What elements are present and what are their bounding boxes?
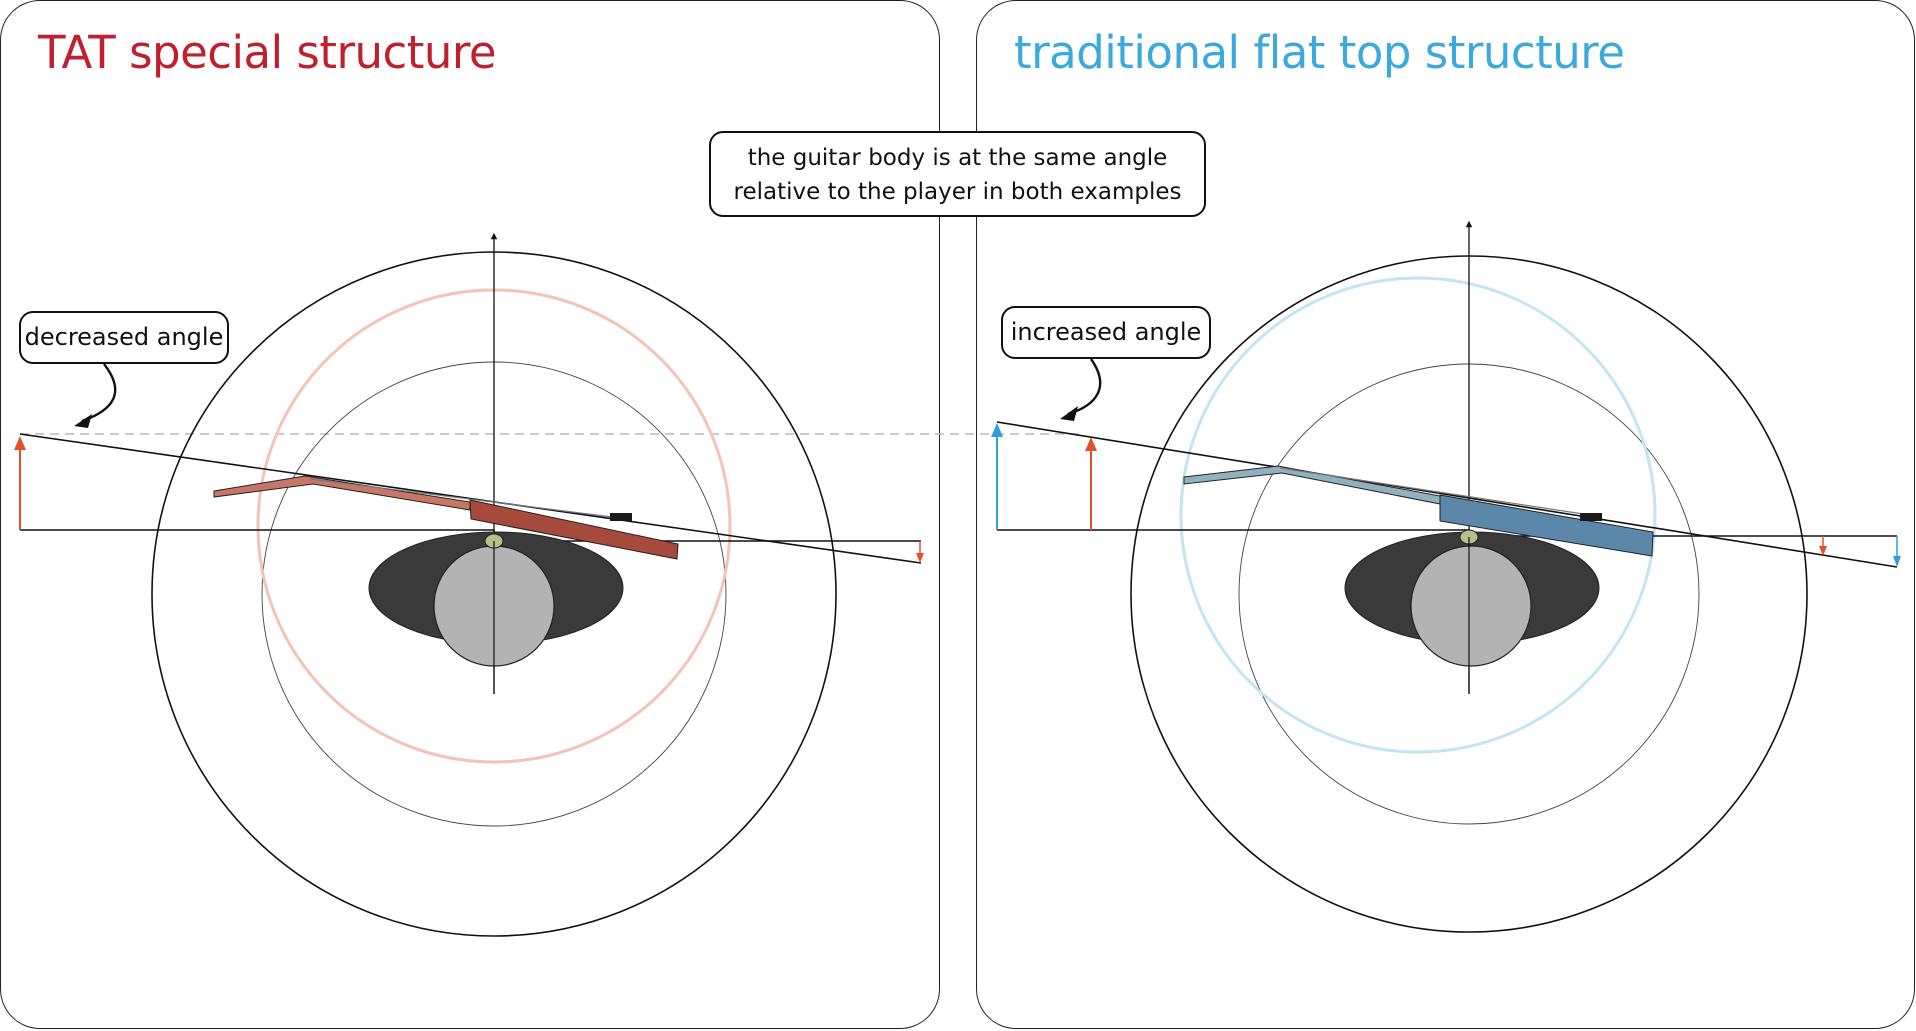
guitar-body	[469, 499, 679, 560]
down-arrow-icon	[916, 541, 924, 563]
down-arrow-icon	[1819, 536, 1827, 556]
tat-diagram	[14, 232, 924, 937]
decreased-angle-label: decreased angle	[19, 311, 229, 364]
player-head	[1410, 545, 1532, 667]
center-note: the guitar body is at the same angle rel…	[709, 131, 1206, 217]
flat-top-title: traditional flat top structure	[1014, 26, 1625, 79]
up-arrow-icon	[14, 436, 26, 530]
curved-arrow-icon	[74, 363, 117, 428]
guitar-bridge	[1580, 513, 1602, 521]
guitar-strings	[1279, 467, 1591, 516]
guitar-neck	[1183, 465, 1441, 505]
flat-top-panel	[976, 0, 1915, 1029]
up-arrow-icon	[991, 423, 1003, 530]
down-arrow-icon	[1893, 536, 1901, 567]
angle-line	[19, 433, 922, 564]
center-note-line-2: relative to the player in both examples	[733, 179, 1182, 205]
tat-panel	[0, 0, 940, 1029]
flat-top-diagram	[991, 220, 1901, 933]
curved-arrow-icon	[1060, 358, 1102, 421]
guitar-neck	[213, 475, 471, 511]
increased-angle-label: increased angle	[1001, 306, 1211, 359]
guitar-strings	[309, 478, 621, 519]
angle-line	[996, 421, 1898, 568]
up-arrow-icon	[1085, 437, 1097, 530]
center-note-line-1: the guitar body is at the same angle	[747, 145, 1168, 171]
guitar-bridge	[610, 513, 632, 521]
rotation-circle	[1179, 276, 1657, 754]
tat-title: TAT special structure	[38, 26, 497, 79]
